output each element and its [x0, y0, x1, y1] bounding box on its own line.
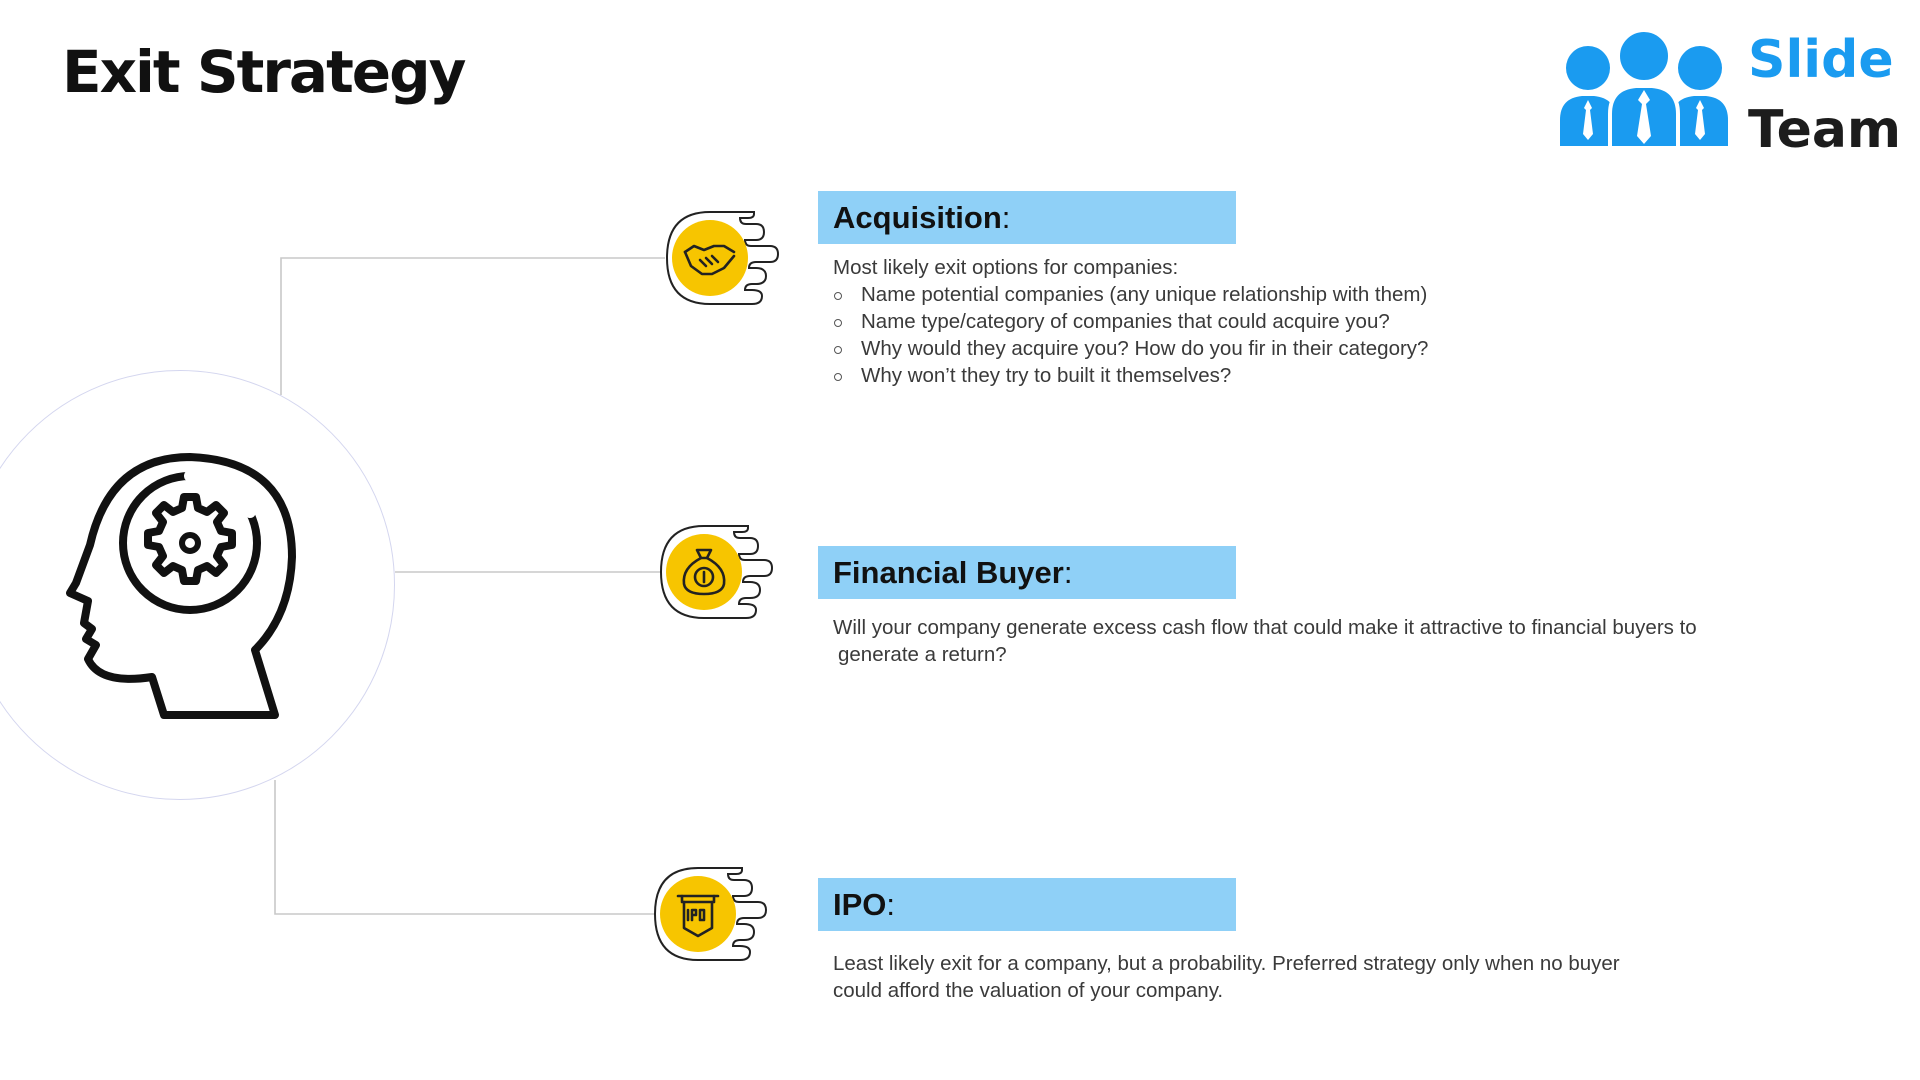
slideteam-logo: Slide Team — [1558, 24, 1902, 160]
team-people-icon — [1560, 28, 1728, 150]
financial-buyer-heading-label: Financial Buyer — [833, 555, 1064, 590]
financial-buyer-text-line2: generate a return? — [838, 643, 1007, 666]
acquisition-body: Most likely exit options for companies: … — [833, 254, 1428, 389]
acquisition-bullets: Name potential companies (any unique rel… — [833, 281, 1428, 389]
head-with-gear-icon — [66, 453, 296, 719]
money-bag-icon — [682, 548, 726, 596]
ipo-heading-label: IPO — [833, 887, 887, 922]
financial-buyer-text-line1: Will your company generate excess cash f… — [833, 616, 1697, 639]
ipo-body: Least likely exit for a company, but a p… — [833, 950, 1620, 1004]
acquisition-bullet-4: Why won’t they try to built it themselve… — [833, 362, 1428, 389]
acquisition-heading-label: Acquisition — [833, 200, 1002, 235]
financial-buyer-heading-colon: : — [1063, 555, 1073, 590]
acquisition-bullet-3: Why would they acquire you? How do you f… — [833, 335, 1428, 362]
financial-buyer-heading: Financial Buyer: — [818, 546, 1236, 599]
slide-title: Exit Strategy — [62, 38, 466, 106]
logo-text-team: Team — [1748, 100, 1902, 160]
acquisition-intro: Most likely exit options for companies: — [833, 256, 1179, 279]
ipo-banner-icon — [676, 894, 720, 938]
financial-buyer-badge — [659, 525, 774, 619]
financial-buyer-body: Will your company generate excess cash f… — [833, 614, 1697, 668]
logo-text-slide: Slide — [1748, 30, 1894, 90]
ipo-heading-colon: : — [886, 887, 896, 922]
acquisition-bullet-1: Name potential companies (any unique rel… — [833, 281, 1428, 308]
central-circle — [0, 370, 395, 800]
ipo-badge — [653, 867, 768, 961]
ipo-text-line1: Least likely exit for a company, but a p… — [833, 952, 1620, 975]
acquisition-badge — [665, 211, 780, 305]
acquisition-bullet-2: Name type/category of companies that cou… — [833, 308, 1428, 335]
acquisition-heading-colon: : — [1001, 200, 1011, 235]
ipo-heading: IPO: — [818, 878, 1236, 931]
acquisition-heading: Acquisition: — [818, 191, 1236, 244]
connector-lines — [274, 257, 665, 915]
ipo-text-line2: could afford the valuation of your compa… — [833, 979, 1224, 1002]
handshake-icon — [683, 244, 736, 276]
